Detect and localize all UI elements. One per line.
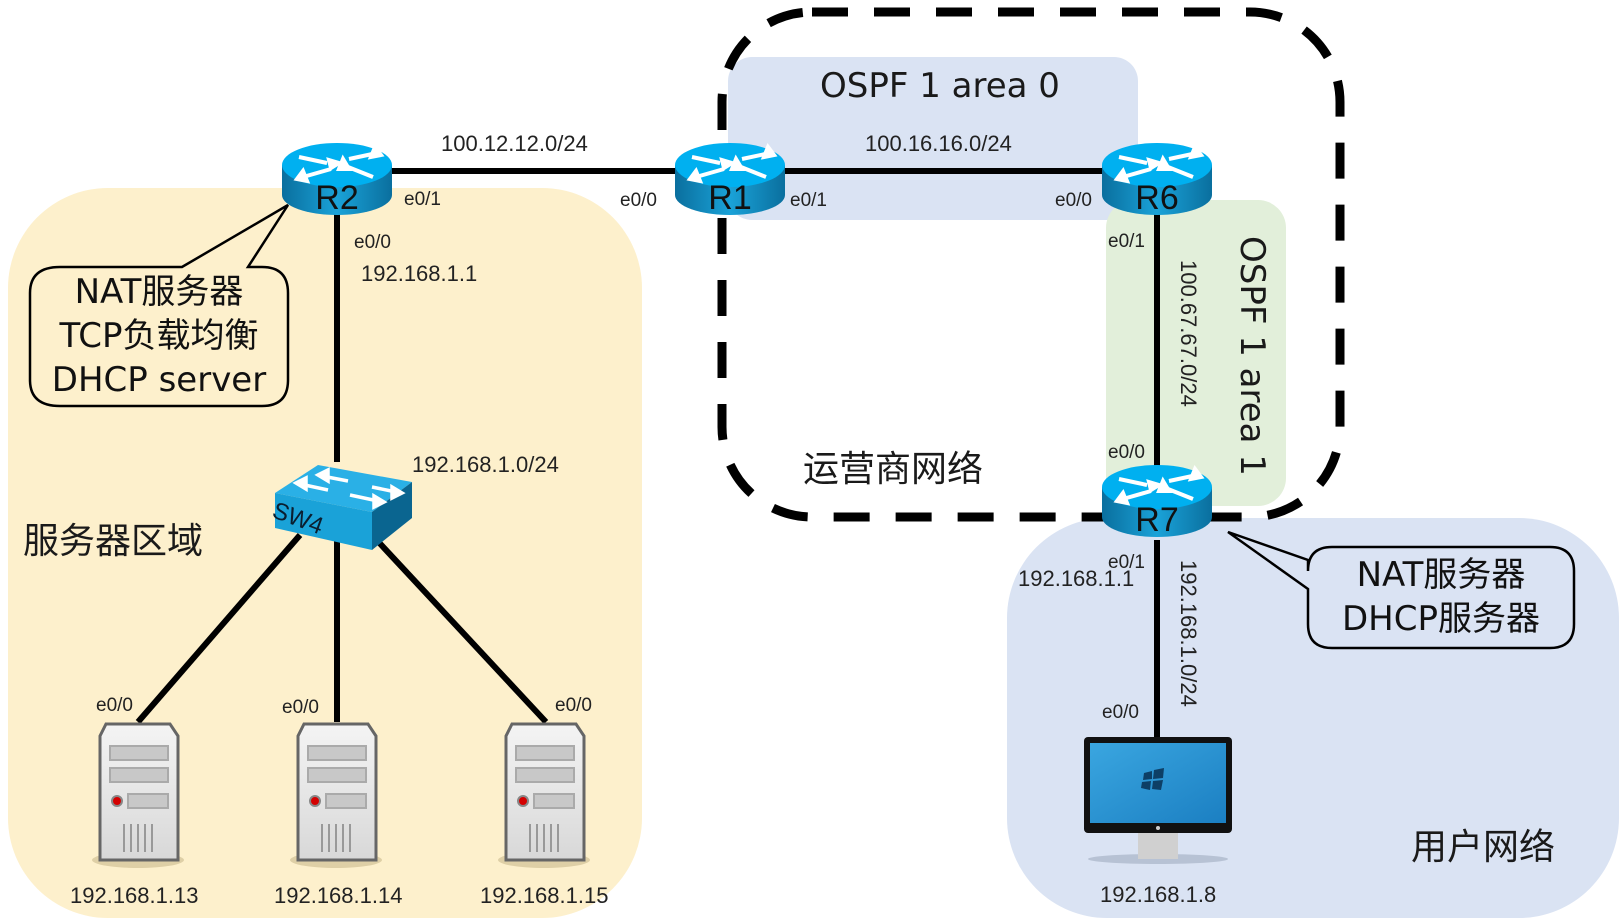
r2-iface-e0-0: e0/0 xyxy=(354,232,391,253)
ospf-area0-label: OSPF 1 area 0 xyxy=(820,66,1060,106)
r7-iface-e0-1: e0/1 xyxy=(1108,552,1145,573)
r2-callout-bubble xyxy=(28,203,290,408)
router-r7[interactable] xyxy=(1102,464,1212,537)
router-r1[interactable] xyxy=(675,142,785,215)
server-3-ip: 192.168.1.15 xyxy=(480,883,609,908)
server-1-iface: e0/0 xyxy=(96,695,133,716)
pc-iface-e0-0: e0/0 xyxy=(1102,702,1139,723)
server-2[interactable] xyxy=(290,722,382,868)
server-3[interactable] xyxy=(498,722,590,868)
r2-lan-ip: 192.168.1.1 xyxy=(361,261,478,286)
router-r7-label: R7 xyxy=(1135,501,1179,539)
router-r6-label: R6 xyxy=(1135,179,1179,217)
link-r6-r7-network: 100.67.67.0/24 xyxy=(1176,260,1201,407)
r7-callout-bubble xyxy=(1227,530,1576,650)
pc-ip: 192.168.1.8 xyxy=(1100,882,1217,907)
link-sw4-server1 xyxy=(135,533,303,724)
r7-iface-e0-0: e0/0 xyxy=(1108,442,1145,463)
r7-callout-line: DHCP服务器 xyxy=(1342,599,1540,639)
link-r7-pc-network: 192.168.1.0/24 xyxy=(1176,560,1201,707)
r6-iface-e0-1: e0/1 xyxy=(1108,231,1145,252)
router-r1-label: R1 xyxy=(708,179,752,217)
isp-network-boundary xyxy=(717,7,1345,522)
user-network-label: 用户网络 xyxy=(1411,827,1556,868)
ospf-area1-label: OSPF 1 area 1 xyxy=(1232,236,1272,476)
router-r2-label: R2 xyxy=(315,179,359,217)
link-r2-sw4-network: 192.168.1.0/24 xyxy=(412,452,559,477)
server-3-iface: e0/0 xyxy=(555,695,592,716)
r2-callout-line: DHCP server xyxy=(51,360,267,400)
router-r2[interactable] xyxy=(282,142,392,215)
r2-iface-e0-1: e0/1 xyxy=(404,189,441,210)
link-sw4-server3 xyxy=(369,532,549,725)
windows-logo-icon xyxy=(1141,768,1164,790)
server-2-ip: 192.168.1.14 xyxy=(274,883,403,908)
r1-iface-e0-0: e0/0 xyxy=(620,190,657,211)
server-1-ip: 192.168.1.13 xyxy=(70,883,199,908)
r7-lan-ip: 192.168.1.1 xyxy=(1018,566,1135,591)
r2-callout-text: NAT服务器 TCP负载均衡 DHCP server xyxy=(30,270,288,402)
isp-network-label: 运营商网络 xyxy=(803,449,984,490)
link-r2-r1-network: 100.12.12.0/24 xyxy=(441,131,588,156)
r1-iface-e0-1: e0/1 xyxy=(790,190,827,211)
r7-callout-line: NAT服务器 xyxy=(1356,555,1526,595)
r7-callout-text: NAT服务器 DHCP服务器 xyxy=(1308,553,1574,641)
server-2-iface: e0/0 xyxy=(282,697,319,718)
r2-callout-line: NAT服务器 xyxy=(74,272,244,312)
r2-callout-line: TCP负载均衡 xyxy=(59,316,259,356)
ospf-area1-zone xyxy=(1106,200,1286,506)
r6-iface-e0-0: e0/0 xyxy=(1055,190,1092,211)
server-area-label: 服务器区域 xyxy=(23,521,204,562)
router-r6[interactable] xyxy=(1102,142,1212,215)
ospf-area0-zone xyxy=(728,57,1138,220)
server-1[interactable] xyxy=(92,722,184,868)
pc-workstation[interactable] xyxy=(1084,737,1232,864)
switch-sw4[interactable] xyxy=(275,465,412,550)
link-r1-r6-network: 100.16.16.0/24 xyxy=(865,131,1012,156)
